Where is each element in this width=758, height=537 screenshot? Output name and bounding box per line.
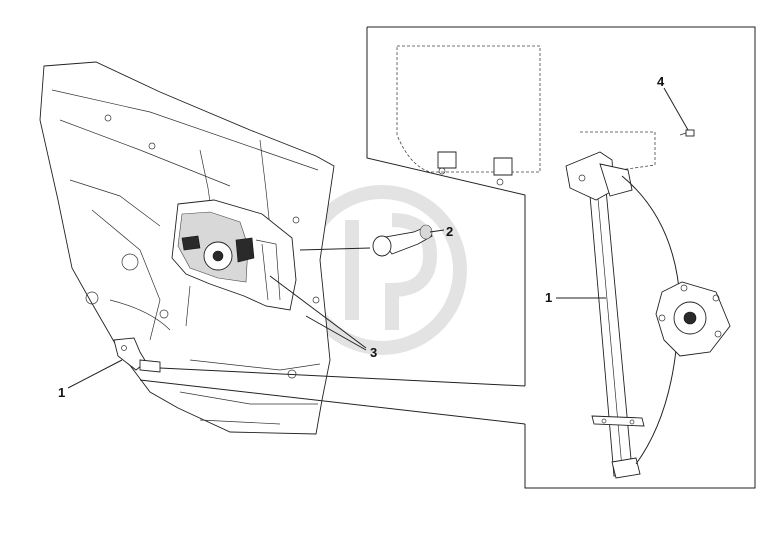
watermark-logo-icon [297,185,467,355]
fastener-clip-icon [679,129,695,137]
callout-4: 4 [657,74,665,89]
window-crank-handle-icon [372,224,433,257]
callout-1-right: 1 [545,290,552,305]
callout-3: 3 [370,345,377,360]
door-glass-icon [396,45,656,186]
detail-frame [366,26,756,489]
callout-1-left: 1 [58,385,65,400]
door-inner-panel-icon [39,61,335,435]
leader-lines [67,87,689,425]
callout-labels: 1 2 3 1 4 [58,74,665,400]
window-regulator-assembly-icon [565,151,731,479]
callout-2: 2 [446,224,453,239]
